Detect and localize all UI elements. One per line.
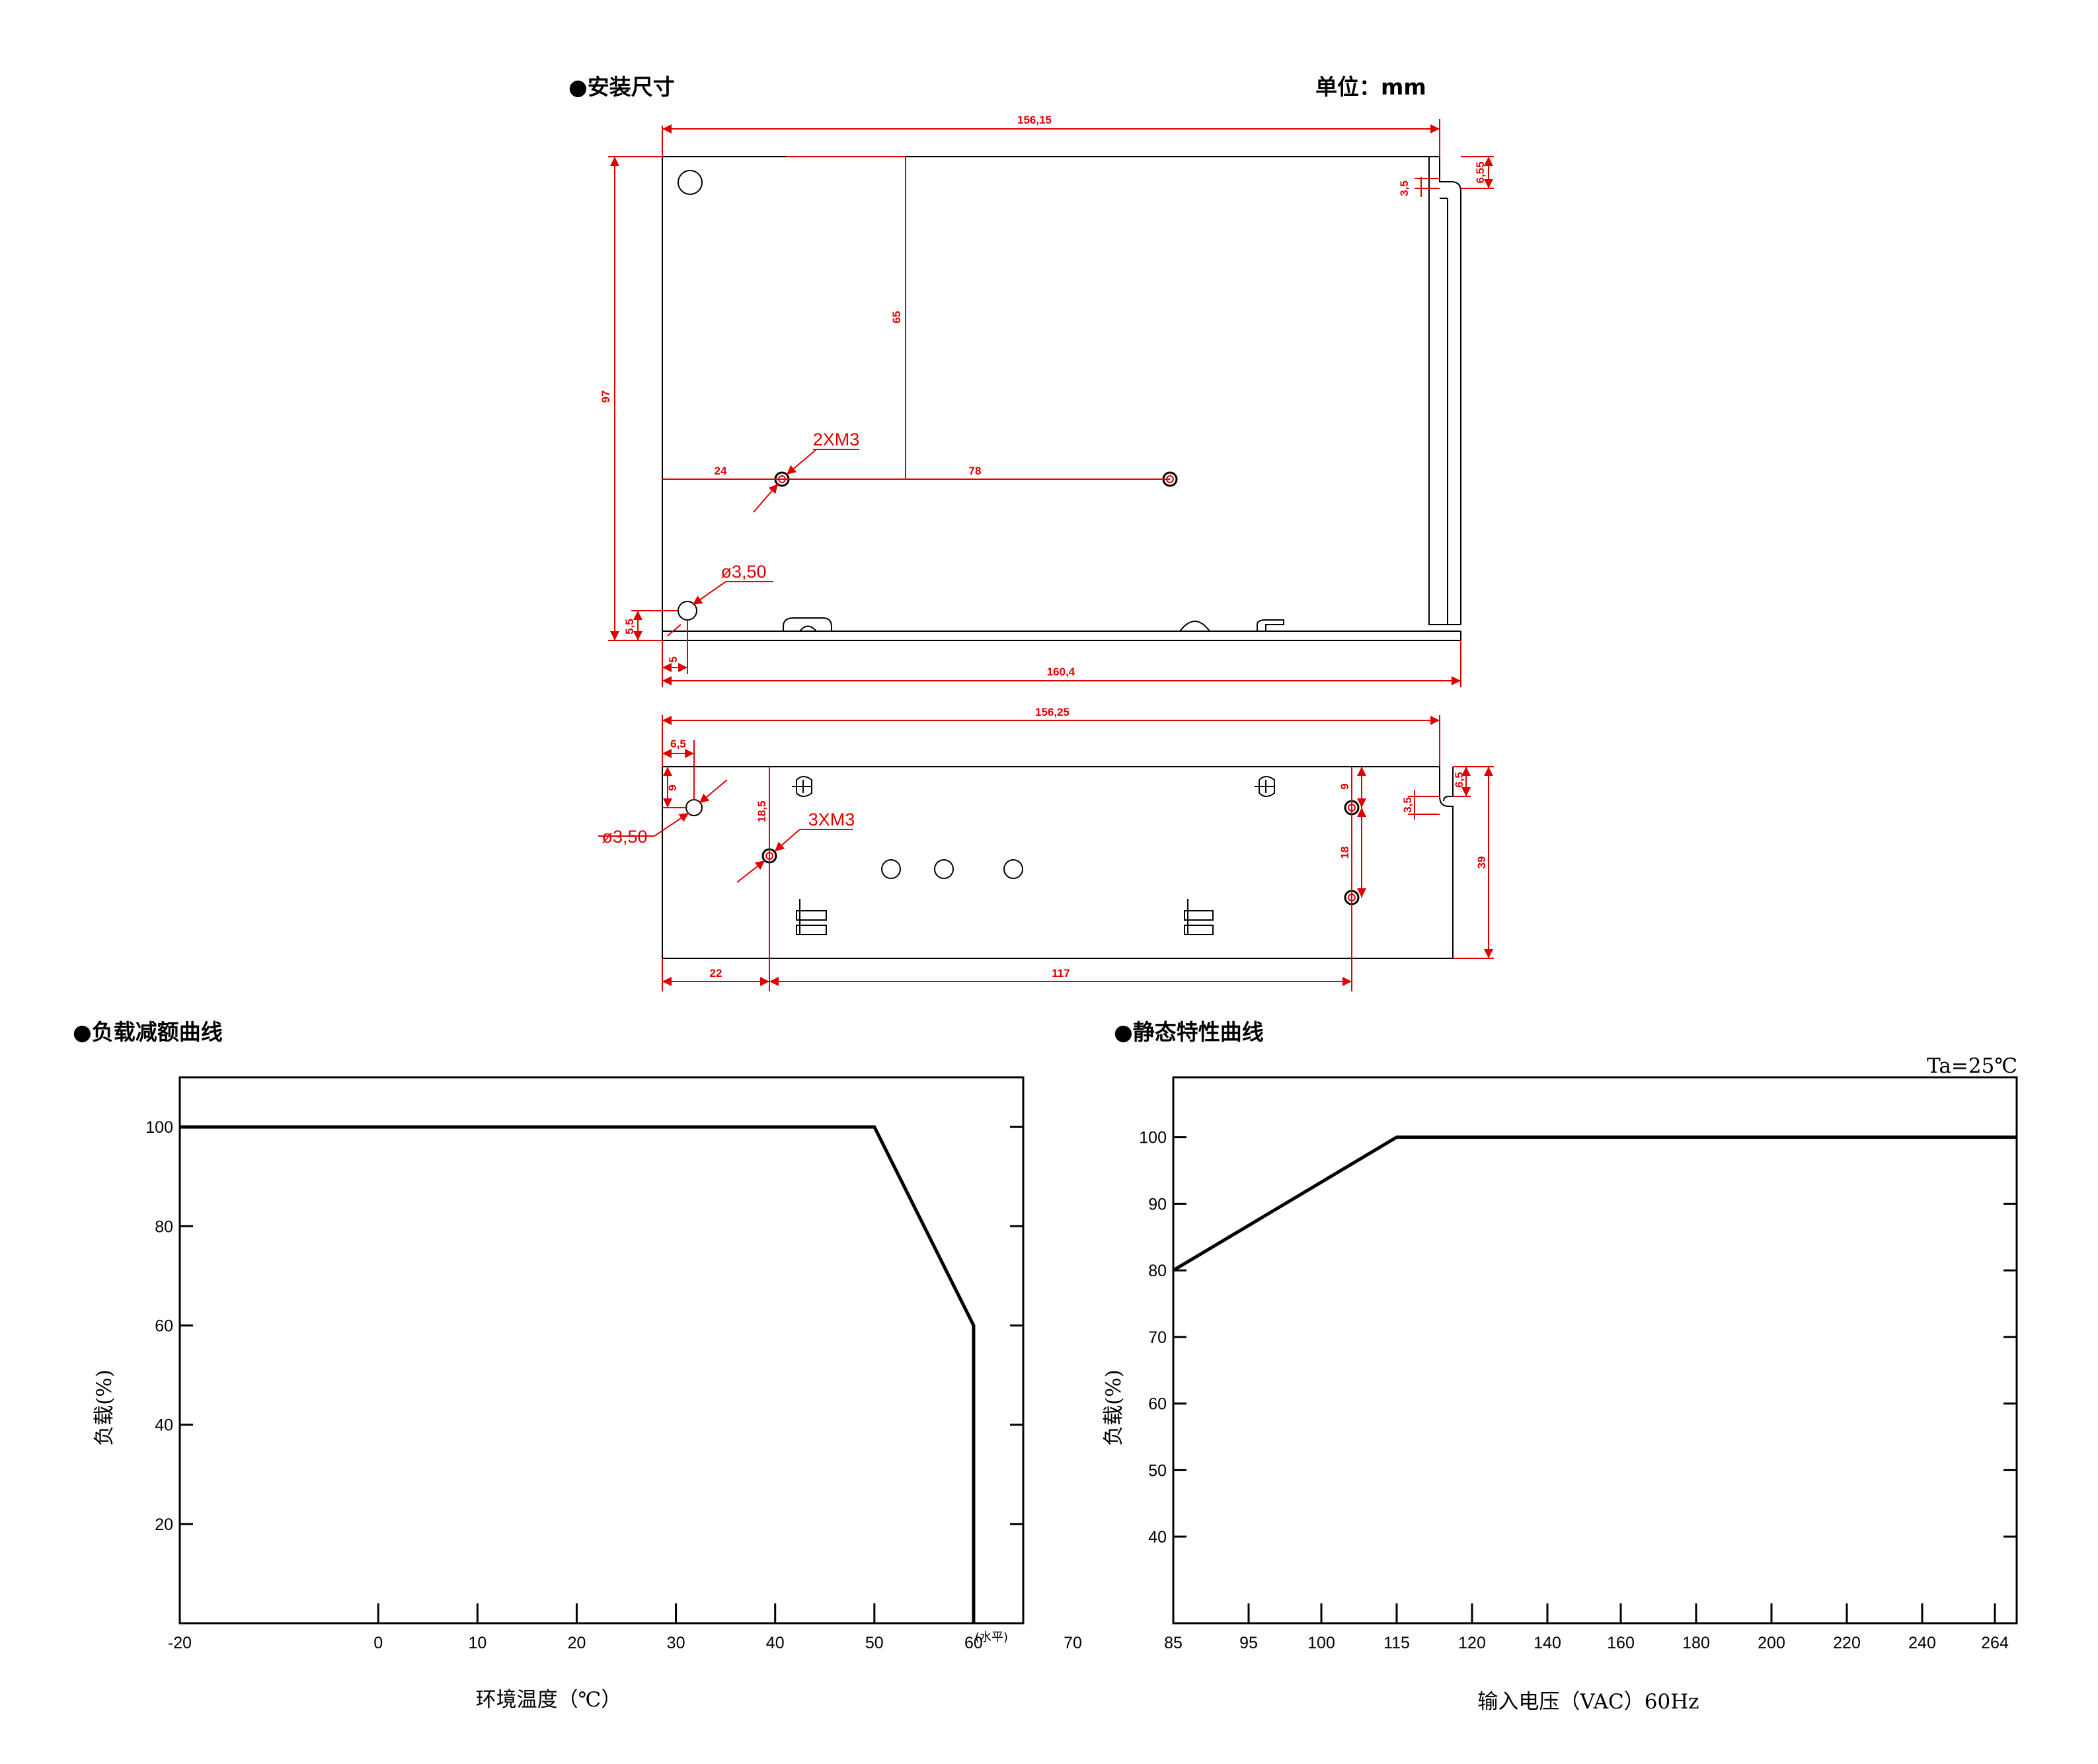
dim-side-22: 22: [710, 967, 722, 979]
dim-top-right-6-55: 6,55: [1474, 161, 1487, 183]
derating-y-tick-label: 40: [155, 1416, 173, 1435]
derating-x-tick-label: 30: [667, 1634, 685, 1652]
dim-side-width: 156,25: [1035, 706, 1069, 718]
dim-top-78: 78: [969, 465, 982, 477]
dim-side-right-9: 9: [1339, 783, 1351, 789]
dim-side-right-6-5: 6,5: [1453, 772, 1465, 788]
dim-top-bottom-width: 160,4: [1047, 666, 1075, 678]
static-x-axis-title: 输入电压（VAC）60Hz: [1477, 1690, 1699, 1714]
static-x-tick-label: 100: [1307, 1634, 1335, 1652]
dim-side-9: 9: [666, 785, 679, 790]
derating-curve-title: ●负载减额曲线: [73, 1019, 223, 1045]
static-x-tick-label: 140: [1534, 1634, 1561, 1652]
static-x-tick-label: 120: [1458, 1634, 1486, 1652]
dim-side-right-3-5: 3,5: [1401, 797, 1414, 813]
dim-top-5: 5: [667, 656, 680, 662]
derating-y-tick-label: 60: [155, 1317, 173, 1335]
static-chart: 85 95 100 115 120 140 160 180 200 220 240 264 100 90 8…: [1102, 1054, 2018, 1714]
dim-side-right-18: 18: [1339, 847, 1351, 859]
derating-x-tick-label: 40: [766, 1634, 785, 1652]
static-x-tick-label: 115: [1383, 1634, 1410, 1652]
install-dimensions-title: ●安装尺寸: [568, 74, 675, 100]
static-series-line: [1172, 1135, 2017, 1272]
dim-top-5-5: 5,5: [623, 619, 636, 634]
derating-x-tick-label: 70: [1064, 1634, 1082, 1652]
derating-y-tick-label: 100: [145, 1118, 173, 1137]
derating-x-tick-label: 0: [373, 1634, 383, 1652]
dim-top-65: 65: [890, 311, 903, 324]
dim-top-24: 24: [715, 465, 727, 477]
derating-plot-frame: [178, 1076, 1025, 1625]
static-y-axis-title: 负载(%): [1102, 1369, 1126, 1446]
derating-x-tick-label: 50: [865, 1634, 884, 1652]
label-side-hole: ø3,50: [602, 827, 647, 847]
derating-y-tick-label: 80: [155, 1217, 173, 1236]
static-curve-title: ●静态特性曲线: [1114, 1019, 1264, 1045]
side-dimension-lines: [598, 715, 1494, 991]
derating-series-line: [180, 1125, 976, 1623]
derating-x-tick-label: 10: [468, 1634, 486, 1652]
static-y-tick-label: 50: [1148, 1461, 1167, 1480]
derating-x-tick-label: -20: [168, 1634, 192, 1652]
dim-side-6-5: 6,5: [670, 738, 686, 750]
label-top-hole: ø3,50: [720, 562, 766, 582]
dim-top-right-3-5: 3,5: [1398, 180, 1411, 196]
static-y-tick-label: 90: [1148, 1195, 1167, 1213]
static-x-tick-label: 180: [1682, 1634, 1710, 1652]
static-ta-annotation: Ta=25℃: [1927, 1054, 2017, 1078]
label-side-screws: 3XM3: [808, 810, 855, 829]
static-x-tick-label: 200: [1758, 1634, 1785, 1652]
static-x-tick-label: 240: [1908, 1634, 1936, 1652]
top-dimension-lines: [608, 119, 1494, 687]
dim-side-18-5: 18,5: [756, 800, 768, 822]
static-y-tick-label: 100: [1139, 1129, 1167, 1147]
derating-x-tick-label: 20: [568, 1634, 586, 1652]
top-view-outline: [662, 156, 1461, 641]
dim-side-height-39: 39: [1475, 857, 1488, 869]
static-x-tick-label: 85: [1164, 1634, 1183, 1652]
static-plot-frame: [1172, 1076, 2018, 1625]
derating-chart: -20 0 10 20 30 40 50 60 70 100 80 60 40 20 (水平) 环境温度（…: [93, 1076, 1082, 1712]
side-view-outline: [662, 766, 1454, 959]
dim-top-height: 97: [600, 391, 612, 403]
label-top-screws: 2XM3: [813, 430, 860, 449]
derating-x-axis-title: 环境温度（℃）: [476, 1688, 622, 1712]
static-x-tick-label: 264: [1981, 1634, 2009, 1652]
static-y-tick-label: 40: [1148, 1528, 1167, 1547]
static-y-tick-label: 60: [1148, 1395, 1167, 1414]
static-x-tick-label: 95: [1239, 1634, 1258, 1652]
derating-x-tick-label: 60: [964, 1634, 983, 1652]
dim-side-117: 117: [1052, 967, 1069, 979]
side-view-drawing: 156,25 6,5 9 ø3,50 18,5 3XM3 9 18 3,5 6,…: [598, 706, 1494, 991]
derating-x-note: (水平): [975, 1630, 1008, 1644]
top-view-drawing: 156,15 97 65 24 78 2XM3 ø3,50 5,5 5 160,…: [600, 114, 1494, 687]
static-y-tick-label: 80: [1148, 1262, 1167, 1280]
static-y-tick-label: 70: [1148, 1328, 1167, 1347]
derating-y-axis-title: 负载(%): [93, 1369, 116, 1446]
dim-top-width: 156,15: [1017, 114, 1052, 126]
derating-y-tick-label: 20: [155, 1515, 173, 1534]
static-x-tick-label: 160: [1607, 1634, 1635, 1652]
static-x-tick-label: 220: [1833, 1634, 1861, 1652]
unit-label: 单位：mm: [1315, 74, 1426, 100]
